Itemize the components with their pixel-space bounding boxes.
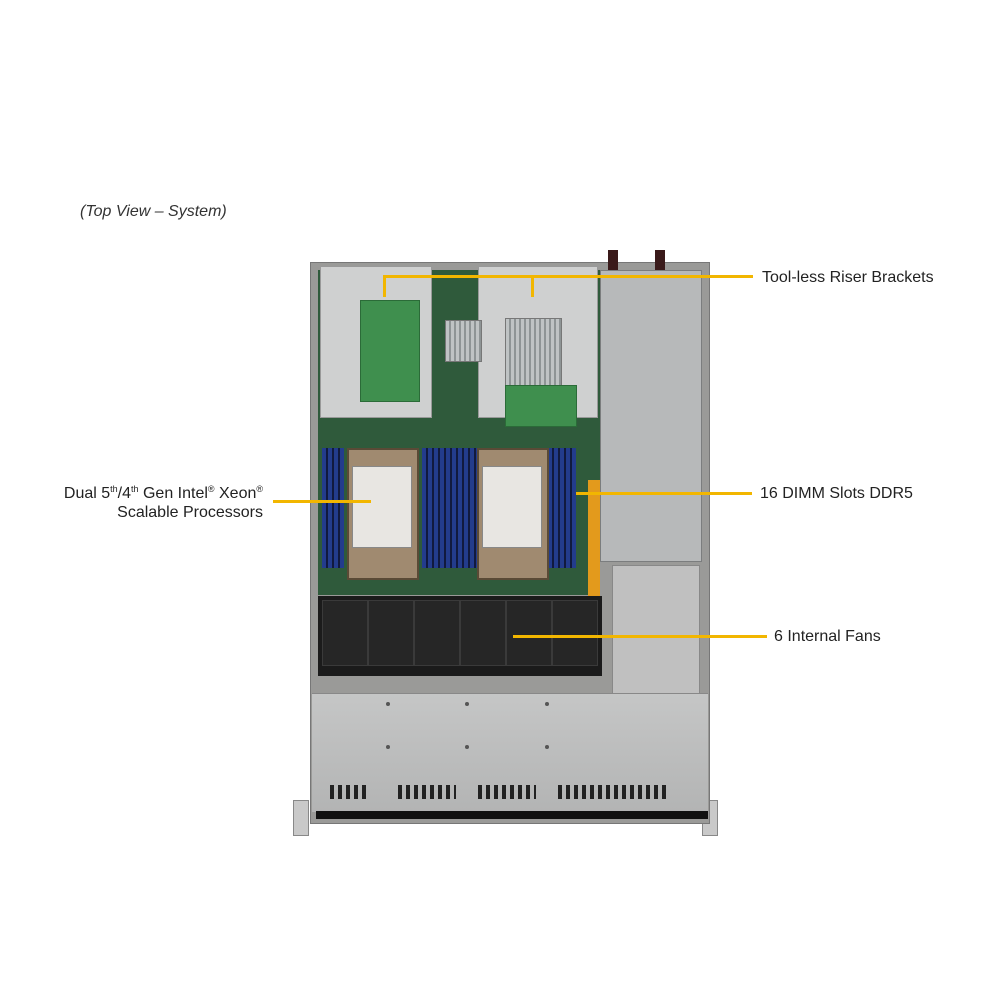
- fan: [414, 600, 460, 666]
- dimm-bank: [548, 448, 576, 568]
- left-rack-ear: [293, 800, 309, 836]
- riser-leader-drop-left: [383, 275, 386, 297]
- fans-leader-line: [513, 635, 767, 638]
- cpu-leader-line: [273, 500, 371, 503]
- callout-riser-brackets: Tool-less Riser Brackets: [762, 269, 934, 286]
- vent: [398, 785, 456, 799]
- callout-processors: Dual 5th/4th Gen Intel® Xeon® Scalable P…: [63, 484, 263, 521]
- callout-dimm-slots: 16 DIMM Slots DDR5: [760, 485, 913, 502]
- fan: [322, 600, 368, 666]
- cpu-2-label-plate: [482, 466, 542, 548]
- psu-handle: [655, 250, 665, 286]
- power-supply-bay: [600, 270, 702, 562]
- pcie-card-heatsink: [505, 318, 562, 390]
- fan: [506, 600, 552, 666]
- front-edge: [316, 811, 708, 819]
- psu-handle: [608, 250, 618, 286]
- vent: [478, 785, 536, 799]
- fan: [368, 600, 414, 666]
- pcie-card-right: [505, 385, 577, 427]
- power-distribution-cover: [612, 565, 700, 695]
- fan: [460, 600, 506, 666]
- callout-internal-fans: 6 Internal Fans: [774, 628, 881, 645]
- vent: [330, 785, 366, 799]
- riser-leader-line: [383, 275, 753, 278]
- fan: [552, 600, 598, 666]
- pcie-card-left: [360, 300, 420, 402]
- dimm-leader-line: [576, 492, 752, 495]
- vent: [558, 785, 668, 799]
- dimm-bank: [322, 448, 344, 568]
- power-cables: [588, 480, 600, 610]
- riser-leader-drop-right: [531, 275, 534, 297]
- caption: (Top View – System): [80, 203, 227, 220]
- dimm-bank: [422, 448, 482, 568]
- chipset-heatsink: [445, 320, 482, 362]
- cpu-1-label-plate: [352, 466, 412, 548]
